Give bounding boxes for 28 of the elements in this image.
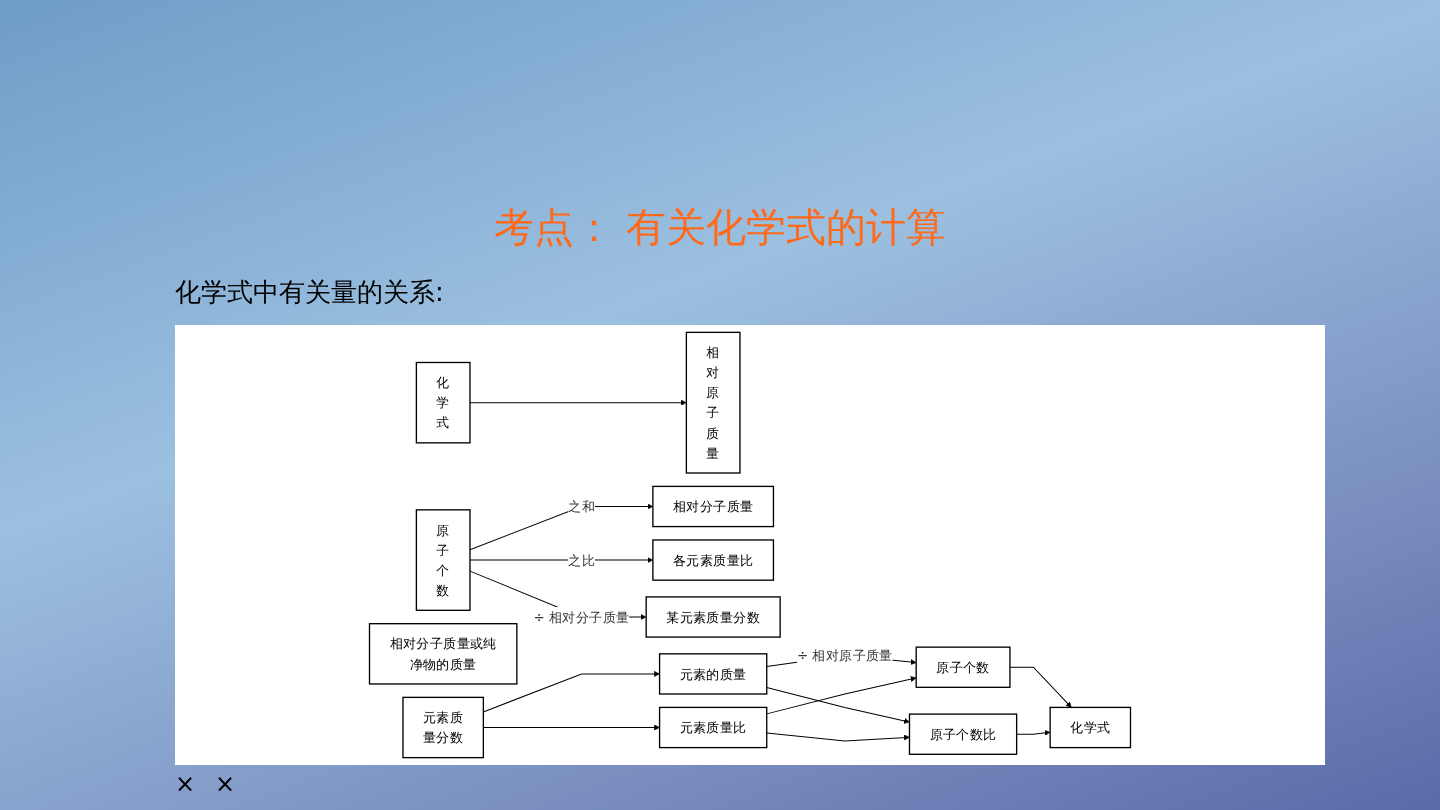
node-box bbox=[1049, 706, 1132, 749]
arrow bbox=[469, 399, 687, 406]
node-box bbox=[658, 653, 768, 695]
diagram-panel: 之和 之比 ÷ 相对分子质量 ÷ 相对原子质量 化学式 相对原子质量 原子个数 相对分子质量 各元素质量比 某元素质量分数 相对分子质量或纯净物的质量 元素质量分数 元素的质量 元素质量比 原子个数 原子个数比 化学式 bbox=[175, 325, 1325, 765]
arrow bbox=[766, 732, 910, 742]
node-box bbox=[368, 623, 518, 685]
edge-label: ÷ 相对分子质量 bbox=[533, 608, 630, 626]
arrow bbox=[1009, 666, 1072, 708]
node-box bbox=[915, 646, 1011, 688]
title: 考点： 有关化学式的计算 bbox=[492, 203, 948, 252]
edge-label: 之和 bbox=[568, 498, 595, 515]
node-box bbox=[685, 331, 741, 474]
arrow bbox=[1016, 729, 1051, 736]
multiply-sign: × bbox=[215, 770, 236, 798]
node-box bbox=[652, 539, 775, 581]
arrow bbox=[766, 687, 910, 724]
multiply-sign: × bbox=[175, 770, 196, 798]
node-box bbox=[402, 696, 485, 759]
node-box bbox=[415, 509, 471, 611]
arrow bbox=[766, 676, 917, 715]
node-box bbox=[658, 706, 768, 749]
edge-label: 之比 bbox=[568, 552, 595, 569]
edge-label: ÷ 相对原子质量 bbox=[796, 647, 893, 664]
node-box bbox=[652, 485, 775, 528]
node-box bbox=[908, 713, 1018, 755]
node-box bbox=[415, 361, 471, 444]
node-box bbox=[645, 596, 781, 638]
subtitle: 化学式中有关量的关系: bbox=[175, 276, 444, 309]
